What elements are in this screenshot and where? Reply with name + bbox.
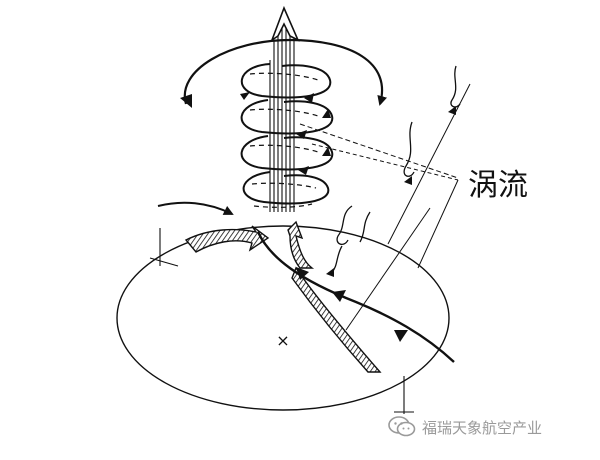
base-curve-arrow bbox=[256, 231, 455, 363]
updraft-arrowhead bbox=[270, 5, 300, 43]
central-updraft bbox=[269, 26, 295, 212]
debris-arrowheads bbox=[326, 106, 456, 277]
hatched-inflow-center bbox=[287, 220, 315, 269]
rotation-arc bbox=[183, 38, 387, 106]
base-curve-arrowhead-3 bbox=[296, 267, 309, 280]
watermark-text: 福瑞天象航空产业 bbox=[422, 418, 543, 437]
base-curve-arrowhead-2 bbox=[394, 330, 408, 342]
label-leader-lines bbox=[299, 83, 471, 331]
left-guide-lines bbox=[149, 228, 414, 414]
spiral-vortex bbox=[240, 63, 334, 205]
left-inflow-arrow bbox=[157, 201, 234, 215]
hatched-inflow-diagonal bbox=[291, 266, 382, 373]
ground-ellipse bbox=[116, 225, 450, 411]
center-mark: × bbox=[276, 331, 289, 350]
wechat-icon bbox=[388, 416, 416, 437]
watermark: 福瑞天象航空产业 bbox=[388, 416, 542, 438]
rotation-arc-start-arrowhead bbox=[180, 94, 192, 108]
vortex-label: 涡流 bbox=[468, 168, 528, 203]
spiral-arrowheads bbox=[240, 92, 331, 175]
base-curve-arrowhead-1 bbox=[332, 290, 346, 302]
spiral-back-dashes bbox=[249, 72, 319, 208]
debris-curls bbox=[331, 65, 461, 273]
hatched-inflow-left bbox=[184, 225, 270, 253]
